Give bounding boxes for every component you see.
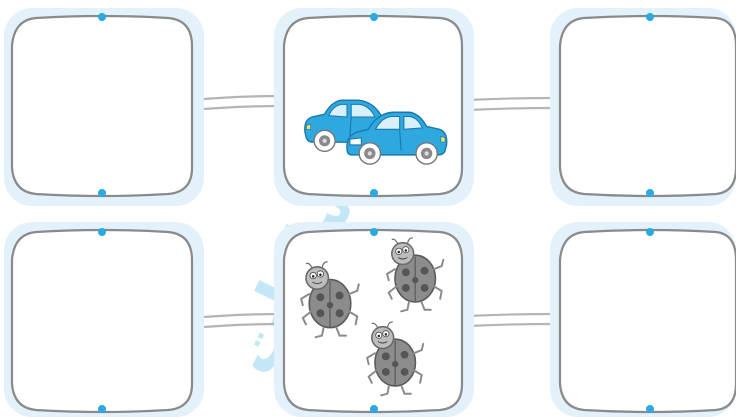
card-r1-middle[interactable] [274, 8, 474, 206]
connector-dot[interactable] [98, 13, 106, 21]
connector-dot[interactable] [370, 405, 378, 413]
connector-dot[interactable] [98, 189, 106, 197]
card-r2-left[interactable] [4, 222, 204, 417]
connector-dot[interactable] [370, 228, 378, 236]
connector-dot[interactable] [646, 405, 654, 413]
connector-dot[interactable] [98, 405, 106, 413]
connector-r2-right [468, 314, 556, 326]
connector-r1-right [468, 98, 556, 110]
connector-dot[interactable] [370, 189, 378, 197]
card-r2-middle[interactable] [274, 222, 474, 417]
card-r1-left[interactable] [4, 8, 204, 206]
card-r2-right[interactable] [550, 222, 736, 417]
connector-r1-left [192, 96, 282, 110]
connector-dot[interactable] [646, 189, 654, 197]
card-r1-right[interactable] [550, 8, 736, 206]
connector-dot[interactable] [370, 13, 378, 21]
connector-dot[interactable] [98, 228, 106, 236]
connector-dot[interactable] [646, 228, 654, 236]
connector-dot[interactable] [646, 13, 654, 21]
